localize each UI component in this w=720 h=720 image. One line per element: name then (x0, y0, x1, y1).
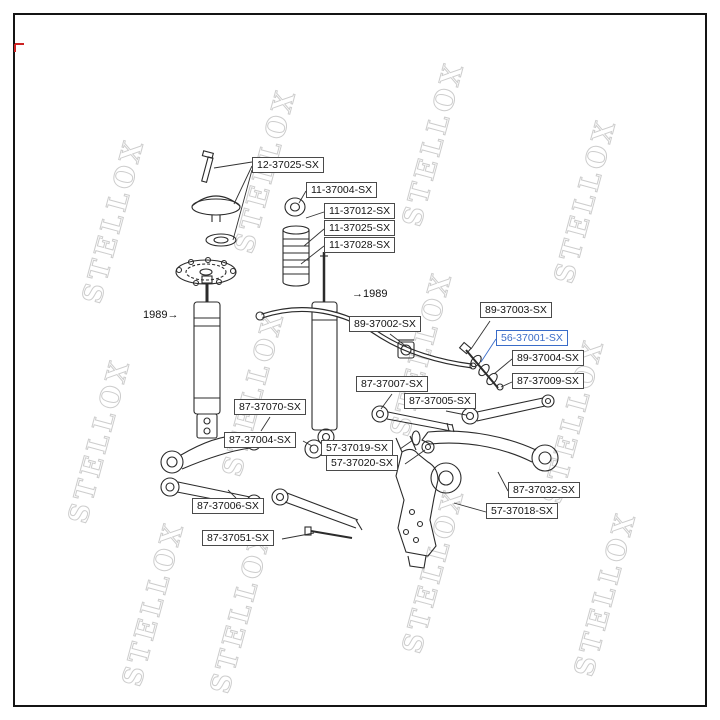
watermark-text: STELLOX (117, 517, 191, 689)
part-label-57-37019-sx[interactable]: 57-37019-SX (321, 440, 393, 456)
part-label-87-37005-sx[interactable]: 87-37005-SX (404, 393, 476, 409)
shock-absorber-left-art (193, 275, 221, 439)
red-mark (14, 43, 24, 52)
washer-bushing-art (411, 430, 435, 454)
part-label-11-37004-sx[interactable]: 11-37004-SX (306, 182, 378, 198)
watermark-text: STELLOX (397, 484, 471, 656)
part-label-87-37006-sx[interactable]: 87-37006-SX (192, 498, 264, 514)
diagram-border (13, 13, 707, 707)
part-label-87-37009-sx[interactable]: 87-37009-SX (512, 373, 584, 389)
part-label-89-37003-sx[interactable]: 89-37003-SX (480, 302, 552, 318)
part-label-56-37001-sx-selected[interactable]: 56-37001-SX (496, 330, 568, 346)
part-label-89-37002-sx[interactable]: 89-37002-SX (349, 316, 421, 332)
part-label-12-37025-sx[interactable]: 12-37025-SX (252, 157, 324, 173)
part-label-11-37028-sx[interactable]: 11-37028-SX (324, 237, 396, 253)
part-label-11-37012-sx[interactable]: 11-37012-SX (324, 203, 396, 219)
part-label-87-37070-sx[interactable]: 87-37070-SX (234, 399, 306, 415)
leader-lines (213, 161, 513, 540)
spring-seat-art (175, 256, 237, 287)
part-label-87-37051-sx[interactable]: 87-37051-SX (202, 530, 274, 546)
watermark-text: STELLOX (569, 507, 643, 679)
knuckle-art (395, 435, 462, 569)
stabilizer-bar-art (255, 307, 477, 370)
trailing-arm-art (421, 430, 559, 472)
year-annotation-left: 1989→ (142, 309, 180, 321)
part-label-57-37018-sx[interactable]: 57-37018-SX (486, 503, 558, 519)
year-annotation-mid: →1989 (351, 288, 389, 300)
watermark-text: STELLOX (397, 57, 471, 229)
bushing-art (284, 197, 306, 217)
part-label-89-37004-sx[interactable]: 89-37004-SX (512, 350, 584, 366)
watermark-text: STELLOX (205, 524, 279, 696)
stabilizer-link-art (458, 341, 504, 391)
shock-absorber-mid-art (311, 252, 338, 446)
part-label-87-37004-sx[interactable]: 87-37004-SX (224, 432, 296, 448)
part-label-11-37025-sx[interactable]: 11-37025-SX (324, 220, 396, 236)
strut-mount-kit-art (191, 150, 241, 247)
bump-stop-boot-art (282, 225, 310, 287)
part-label-57-37020-sx[interactable]: 57-37020-SX (326, 455, 398, 471)
lower-arm2-art (271, 488, 363, 539)
watermark-text: STELLOX (549, 114, 623, 286)
watermark-text: STELLOX (63, 354, 137, 526)
watermark-text: STELLOX (217, 307, 291, 479)
part-label-87-37032-sx[interactable]: 87-37032-SX (508, 482, 580, 498)
part-label-87-37007-sx[interactable]: 87-37007-SX (356, 376, 428, 392)
watermark-text: STELLOX (77, 134, 151, 306)
